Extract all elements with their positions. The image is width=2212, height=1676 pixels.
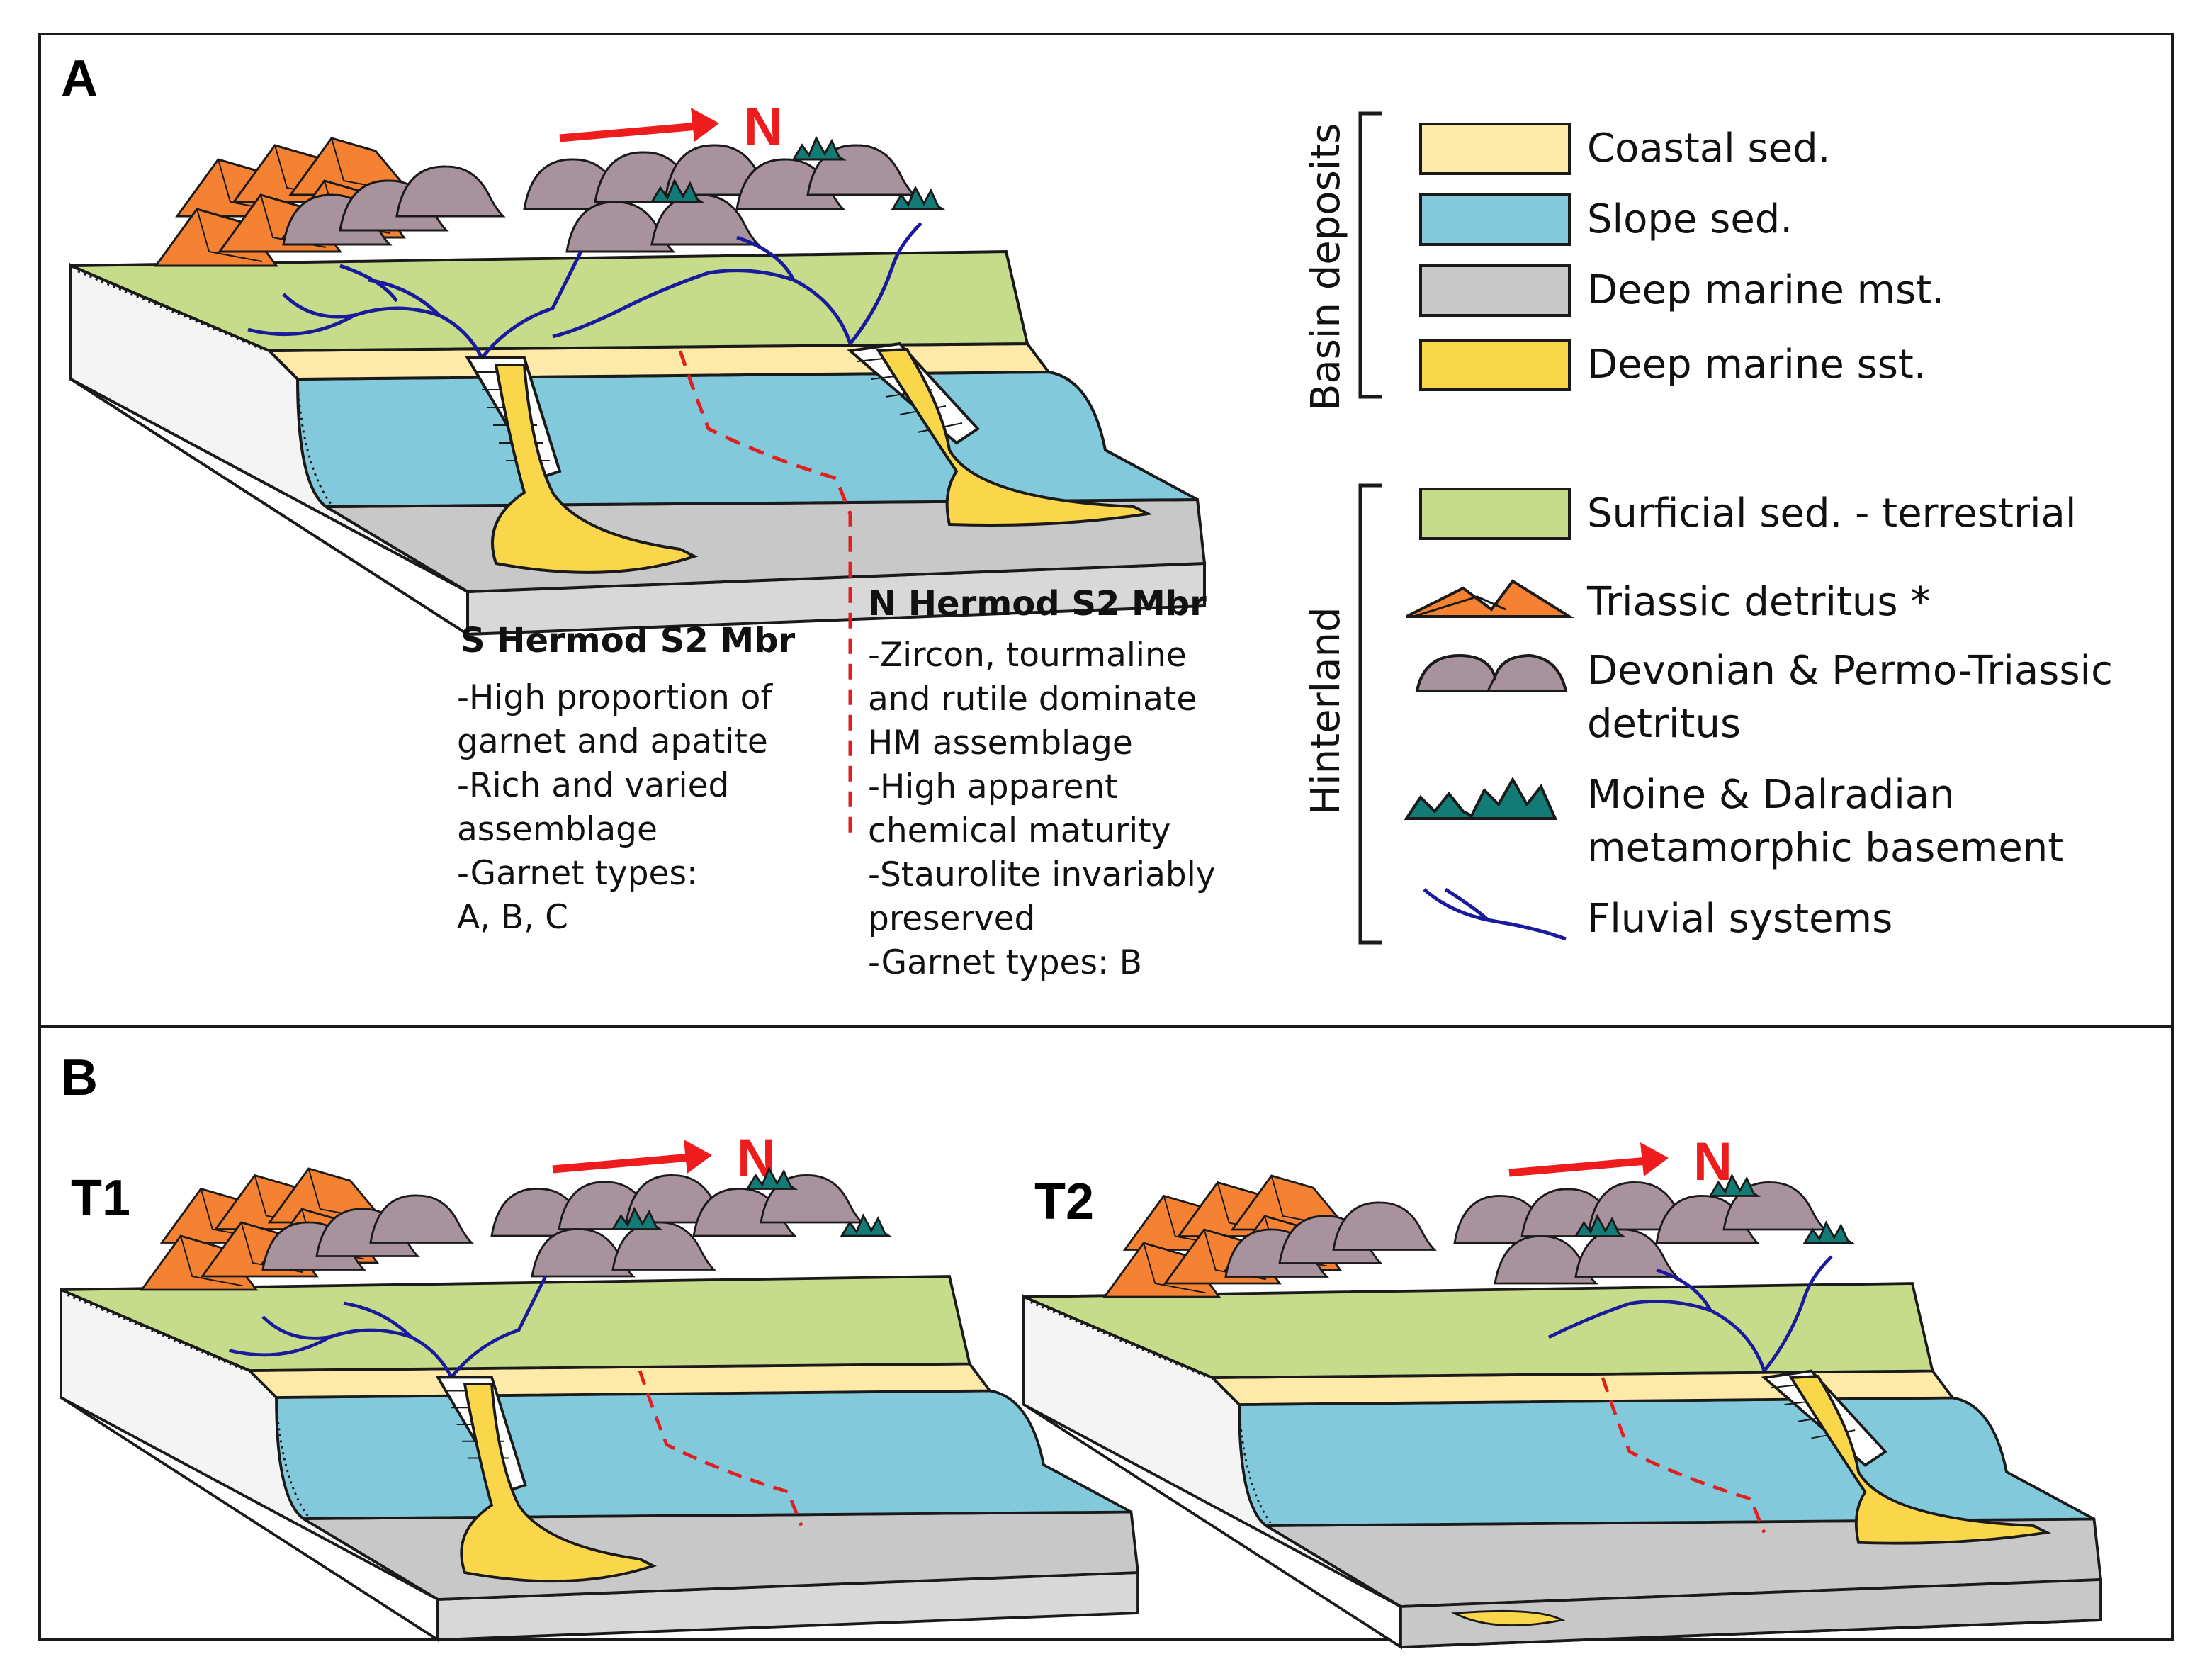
panel-b-frame bbox=[38, 1025, 2174, 1641]
note-south: S Hermod S2 Mbr -High proportion of garn… bbox=[457, 621, 796, 937]
north-arrow-a: N bbox=[559, 97, 783, 157]
north-label-b2: N bbox=[1693, 1132, 1732, 1192]
note-north-line: -Zircon, tourmaline bbox=[868, 636, 1187, 675]
note-north-line: -High apparent bbox=[868, 767, 1118, 806]
legend-label: Fluvial systems bbox=[1587, 896, 1892, 942]
swatch-deep-mst bbox=[1419, 264, 1571, 317]
group-label-basin: Basin deposits bbox=[1303, 123, 1349, 411]
legend-label-cont: metamorphic basement bbox=[1587, 825, 2063, 871]
label-t2: T2 bbox=[1034, 1174, 1094, 1230]
note-north: N Hermod S2 Mbr -Zircon, tourmaline and … bbox=[868, 584, 1216, 982]
legend-label: Surficial sed. - terrestrial bbox=[1587, 490, 2076, 536]
devonian-hills-icon bbox=[1415, 653, 1568, 692]
panel-b-letter: B bbox=[61, 1050, 98, 1106]
legend: Basin deposits Hinterland Coastal sed. S… bbox=[1303, 111, 2113, 945]
panel-b-t1-block bbox=[60, 1169, 1139, 1641]
note-north-line: preserved bbox=[868, 899, 1035, 938]
swatch-deep-sst bbox=[1419, 339, 1571, 391]
note-south-title: S Hermod S2 Mbr bbox=[461, 621, 796, 660]
river-lines-icon bbox=[1423, 887, 1567, 941]
note-north-line: -Staurolite invariably bbox=[868, 855, 1216, 894]
swatch-coastal bbox=[1419, 123, 1571, 175]
note-north-title: N Hermod S2 Mbr bbox=[868, 584, 1207, 624]
swatch-slope bbox=[1419, 193, 1571, 246]
label-t1: T1 bbox=[71, 1170, 130, 1227]
panel-a-letter: A bbox=[61, 50, 98, 107]
note-south-line: garnet and apatite bbox=[457, 722, 768, 761]
fan-south bbox=[491, 364, 699, 574]
legend-label: Deep marine sst. bbox=[1587, 342, 1926, 388]
legend-label-cont: detritus bbox=[1587, 701, 1741, 747]
swatch-terrestrial bbox=[1419, 488, 1571, 540]
legend-label: Devonian & Permo-Triassic bbox=[1587, 648, 2113, 694]
provenance-divide-line bbox=[678, 350, 852, 833]
note-south-line: -Garnet types: bbox=[457, 854, 698, 893]
bracket-basin bbox=[1358, 111, 1382, 399]
note-south-line: -Rich and varied bbox=[457, 766, 729, 805]
panel-b-t2-block bbox=[1022, 1176, 2102, 1648]
bracket-hinterland bbox=[1358, 483, 1382, 945]
legend-label: Coastal sed. bbox=[1587, 125, 1830, 171]
fan-north bbox=[876, 347, 1153, 527]
legend-label: Slope sed. bbox=[1587, 196, 1793, 242]
panel-a-block-diagram bbox=[69, 138, 1206, 833]
legend-label: Triassic detritus * bbox=[1586, 579, 1930, 625]
note-south-line: assemblage bbox=[457, 810, 658, 849]
north-label-a: N bbox=[744, 97, 783, 157]
legend-label: Moine & Dalradian bbox=[1587, 772, 1955, 818]
note-north-line: HM assemblage bbox=[868, 724, 1133, 763]
north-arrow-b2: N bbox=[1508, 1132, 1732, 1192]
note-south-line: -High proportion of bbox=[457, 678, 773, 717]
fluvial-system-south bbox=[247, 250, 583, 359]
moine-peaks-icon bbox=[1404, 776, 1558, 820]
note-south-line: A, B, C bbox=[457, 898, 568, 937]
group-label-hinterland: Hinterland bbox=[1303, 607, 1349, 815]
triassic-peaks-icon bbox=[1406, 579, 1574, 618]
note-north-line: -Garnet types: B bbox=[868, 943, 1142, 982]
note-north-line: and rutile dominate bbox=[868, 680, 1197, 719]
legend-label: Deep marine mst. bbox=[1587, 267, 1944, 313]
note-north-line: chemical maturity bbox=[868, 811, 1170, 850]
fluvial-system-north bbox=[552, 222, 922, 345]
